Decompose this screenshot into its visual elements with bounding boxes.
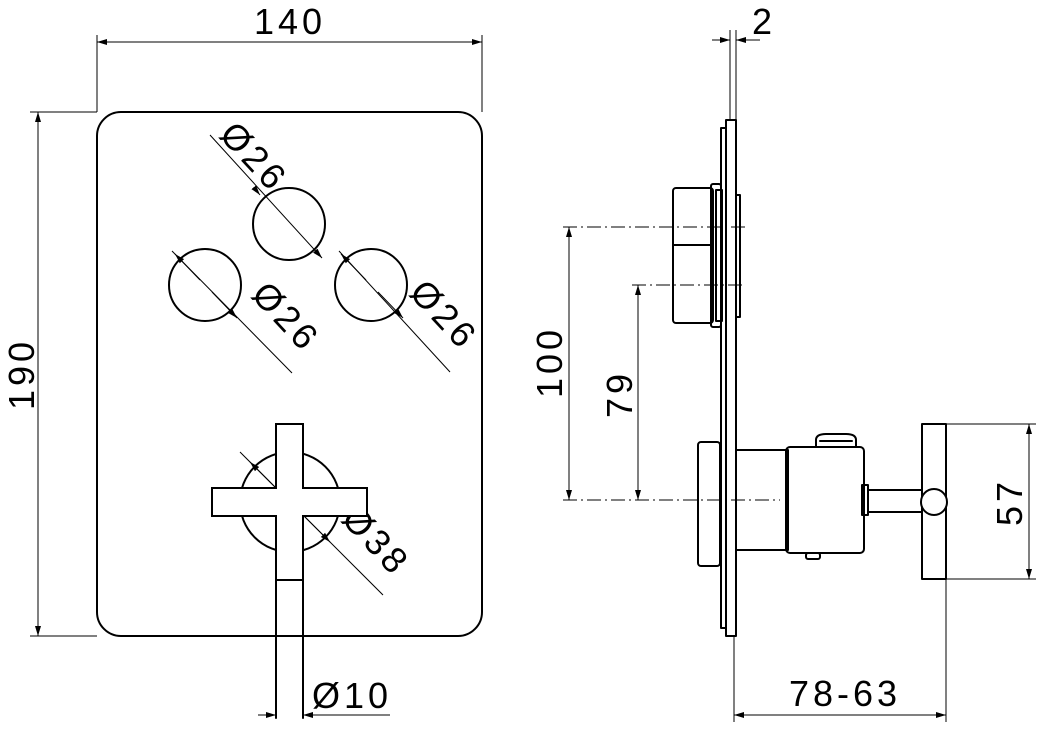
top-button-diameter: Ø26	[212, 113, 297, 200]
side-view: 2 100 79	[529, 1, 1036, 722]
height-dimension: 190	[1, 111, 97, 637]
depth-label: 78-63	[789, 673, 901, 714]
handle-base: Ø38	[239, 451, 419, 596]
width-label: 140	[254, 1, 326, 42]
plate-thickness-dimension: 2	[712, 1, 776, 120]
left-button: Ø26	[168, 248, 329, 374]
height-100-label: 100	[529, 326, 570, 398]
height-label: 190	[1, 338, 42, 410]
handle-57-dimension: 57	[946, 423, 1036, 580]
cross-handle	[211, 423, 368, 581]
right-button-diameter: Ø26	[402, 271, 487, 358]
front-view: 140 190 Ø26 Ø26	[1, 1, 487, 719]
height-79-dimension: 79	[599, 285, 641, 500]
spout-diameter: Ø10	[312, 675, 392, 716]
mixer-body	[697, 433, 923, 567]
handle-57-label: 57	[989, 478, 1030, 526]
spout-stem: Ø10	[258, 579, 392, 719]
side-plate-back	[720, 127, 727, 629]
height-100-dimension: 100	[529, 227, 572, 500]
right-button: Ø26	[334, 248, 487, 373]
handle-head	[920, 423, 948, 580]
left-button-diameter: Ø26	[244, 273, 329, 360]
button-cartridge	[672, 183, 741, 328]
depth-dimension: 78-63	[733, 579, 947, 722]
width-dimension: 140	[96, 1, 483, 112]
top-button: Ø26	[209, 113, 326, 261]
front-plate	[96, 111, 483, 637]
height-79-label: 79	[599, 370, 640, 418]
side-plate	[725, 119, 737, 637]
plate-thickness-label: 2	[752, 1, 776, 42]
